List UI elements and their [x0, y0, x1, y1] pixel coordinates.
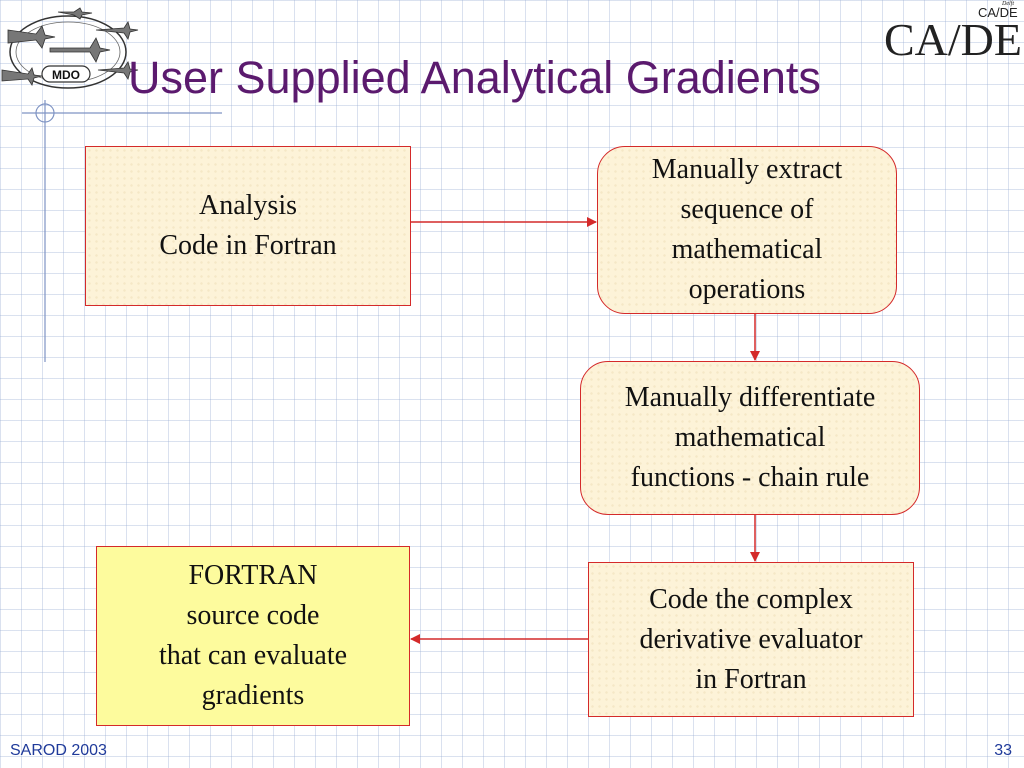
fortran-line-4: gradients	[201, 680, 305, 711]
fortran-line-3: that can evaluate	[158, 640, 348, 671]
fortran-line-2: source code	[186, 600, 320, 631]
mdo-logo-text: MDO	[52, 68, 80, 82]
cade-logo-small-text: CA/DE	[978, 5, 1018, 20]
code-evaluator-box: Code the complex derivative evaluator in…	[588, 562, 914, 717]
analysis-line-1: Analysis	[199, 190, 297, 221]
differentiate-box: Manually differentiate mathematical func…	[580, 361, 920, 515]
analysis-code-box: Analysis Code in Fortran	[85, 146, 411, 306]
extract-line-2: sequence of	[680, 194, 814, 225]
extract-line-4: operations	[688, 274, 806, 305]
extract-line-3: mathematical	[671, 234, 823, 265]
mdo-logo: MDO	[1, 7, 139, 89]
differentiate-line-3: functions - chain rule	[630, 462, 870, 493]
page-title: User Supplied Analytical Gradients	[128, 52, 821, 103]
decorative-crosshair	[22, 100, 222, 362]
footer-left: SAROD 2003	[10, 742, 107, 759]
code-line-3: in Fortran	[695, 663, 807, 695]
cade-logo: CA/DE CA/DE Delft	[884, 0, 1022, 65]
code-line-1: Code the complex	[649, 583, 853, 615]
fortran-source-box: FORTRAN source code that can evaluate gr…	[96, 546, 410, 726]
differentiate-line-1: Manually differentiate	[624, 382, 876, 413]
analysis-line-2: Code in Fortran	[159, 230, 337, 261]
extract-operations-box: Manually extract sequence of mathematica…	[597, 146, 897, 314]
extract-line-1: Manually extract	[651, 154, 843, 185]
differentiate-line-2: mathematical	[674, 422, 826, 453]
cade-logo-text: CA/DE	[884, 14, 1022, 65]
aircraft-icon	[1, 7, 139, 86]
fortran-line-1: FORTRAN	[188, 560, 318, 591]
slide-number: 33	[994, 742, 1012, 759]
cade-logo-script: Delft	[1001, 0, 1014, 7]
code-line-2: derivative evaluator	[639, 623, 863, 655]
